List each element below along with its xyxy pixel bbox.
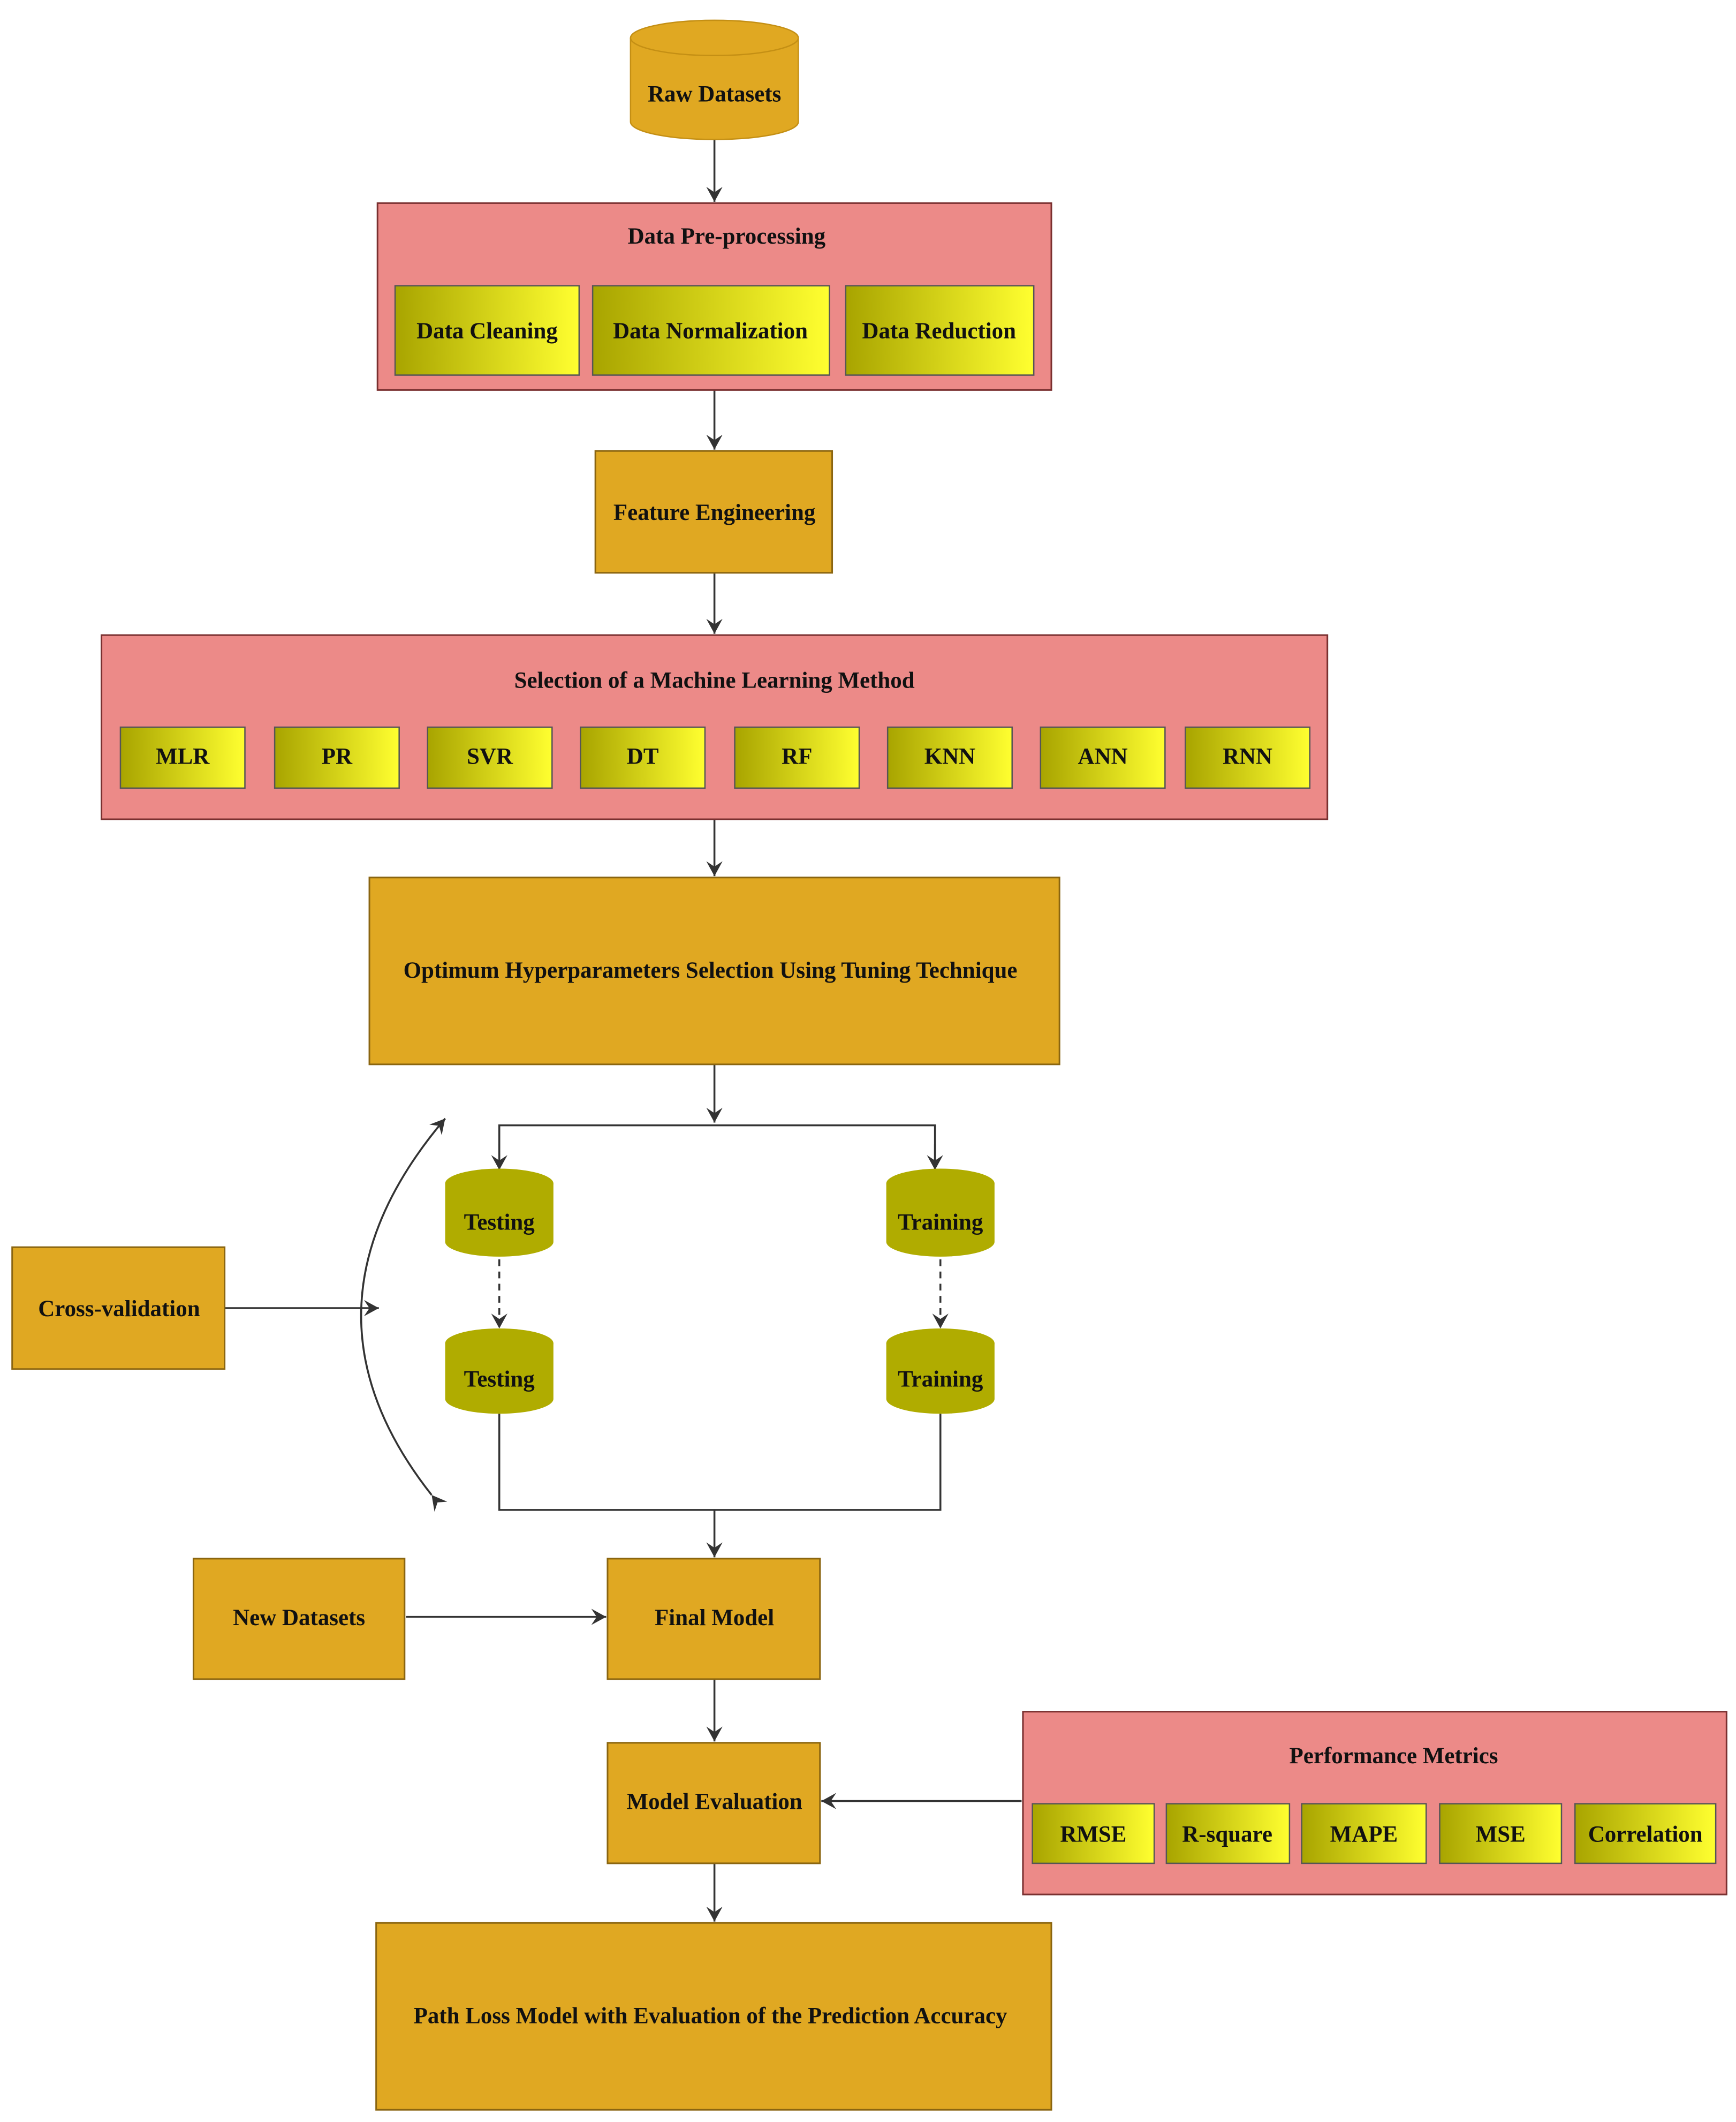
testing-bottom-cylinder-top [445, 1328, 554, 1358]
cross-validation-label: Cross-validation [38, 1296, 200, 1321]
rmse-box [1032, 1803, 1155, 1864]
testing-top-node: Testing [445, 1168, 554, 1257]
training-top-cylinder [886, 1183, 995, 1257]
pr-box [274, 726, 400, 789]
r-square-box [1165, 1803, 1291, 1864]
mlr-label: MLR [156, 744, 210, 769]
training-bottom-node: Training [886, 1328, 995, 1414]
new-datasets-label: New Datasets [233, 1605, 365, 1630]
data-cleaning-box [394, 285, 580, 376]
connectors [224, 139, 1022, 1922]
rnn-label: RNN [1223, 744, 1272, 769]
final-model-label: Final Model [655, 1605, 774, 1630]
dt-label: DT [627, 744, 659, 769]
mape-box [1301, 1803, 1427, 1864]
model-evaluation-box [607, 1742, 821, 1864]
merge-line [498, 1414, 942, 1511]
dt-box [580, 726, 706, 789]
path-loss-model-label: Path Loss Model with Evaluation of the P… [414, 2003, 1007, 2028]
knn-box [886, 726, 1013, 789]
testing-top-label: Testing [464, 1210, 535, 1235]
data-normalization-box [592, 285, 830, 376]
ml-method-title: Selection of a Machine Learning Method [514, 668, 915, 693]
testing-top-cylinder-top [445, 1168, 554, 1199]
hyperparameters-node: Optimum Hyperparameters Selection Using … [368, 877, 1060, 1066]
final-model-node: Final Model [607, 1558, 821, 1680]
correlation-label: Correlation [1588, 1822, 1703, 1847]
data-cleaning-label: Data Cleaning [416, 319, 558, 344]
hyperparameters-label: Optimum Hyperparameters Selection Using … [404, 958, 1018, 983]
preprocessing-title: Data Pre-processing [628, 224, 826, 249]
training-top-node: Training [886, 1168, 995, 1257]
training-bottom-cylinder-top [886, 1328, 995, 1358]
raw-datasets-node: Raw Datasets [630, 19, 799, 140]
path-loss-model-node: Path Loss Model with Evaluation of the P… [375, 1922, 1052, 2111]
testing-bottom-label: Testing [464, 1367, 535, 1392]
testing-top-cylinder [445, 1183, 554, 1257]
raw-datasets-cylinder [630, 37, 799, 140]
rf-label: RF [782, 744, 812, 769]
pr-label: PR [322, 744, 353, 769]
raw-datasets-label: Raw Datasets [648, 82, 781, 107]
mape-label: MAPE [1330, 1822, 1398, 1847]
svr-box [427, 726, 553, 789]
rnn-box [1185, 726, 1311, 789]
performance-metrics-title: Performance Metrics [1290, 1743, 1498, 1769]
raw-datasets-cylinder-top [630, 19, 799, 56]
mlr-box [119, 726, 246, 789]
data-reduction-label: Data Reduction [862, 319, 1016, 344]
split-line [498, 1124, 936, 1171]
rf-box [734, 726, 860, 789]
hyperparameters-box [368, 877, 1060, 1066]
cross-validation-curve [360, 1117, 448, 1512]
path-loss-model-box [375, 1922, 1052, 2111]
model-evaluation-node: Model Evaluation [607, 1742, 821, 1864]
ml-method-group: Selection of a Machine Learning Method M… [101, 634, 1329, 820]
feature-engineering-box [594, 450, 833, 574]
new-datasets-box [192, 1558, 406, 1680]
training-top-label: Training [898, 1210, 983, 1235]
training-bottom-label: Training [898, 1367, 983, 1392]
training-top-cylinder-top [886, 1168, 995, 1199]
mse-label: MSE [1476, 1822, 1526, 1847]
feature-engineering-node: Feature Engineering [594, 450, 833, 574]
testing-bottom-node: Testing [445, 1328, 554, 1414]
cross-validation-box [11, 1246, 226, 1370]
model-evaluation-label: Model Evaluation [627, 1789, 802, 1815]
mse-box [1439, 1803, 1563, 1864]
svr-label: SVR [467, 744, 513, 769]
correlation-box [1574, 1803, 1717, 1864]
rmse-label: RMSE [1060, 1822, 1126, 1847]
training-bottom-cylinder [886, 1343, 995, 1414]
preprocessing-group: Data Pre-processing Data Cleaning Data N… [376, 202, 1052, 391]
final-model-box [607, 1558, 821, 1680]
cross-validation-node: Cross-validation [11, 1246, 226, 1370]
ann-label: ANN [1078, 744, 1128, 769]
data-reduction-box [845, 285, 1035, 376]
data-normalization-label: Data Normalization [613, 319, 808, 344]
testing-bottom-cylinder [445, 1343, 554, 1414]
ann-box [1040, 726, 1166, 789]
new-datasets-node: New Datasets [192, 1558, 406, 1680]
performance-metrics-group: Performance Metrics RMSE R-square MAPE M… [1022, 1711, 1727, 1896]
knn-label: KNN [924, 744, 975, 769]
r-square-label: R-square [1182, 1822, 1272, 1847]
feature-engineering-label: Feature Engineering [613, 500, 816, 525]
